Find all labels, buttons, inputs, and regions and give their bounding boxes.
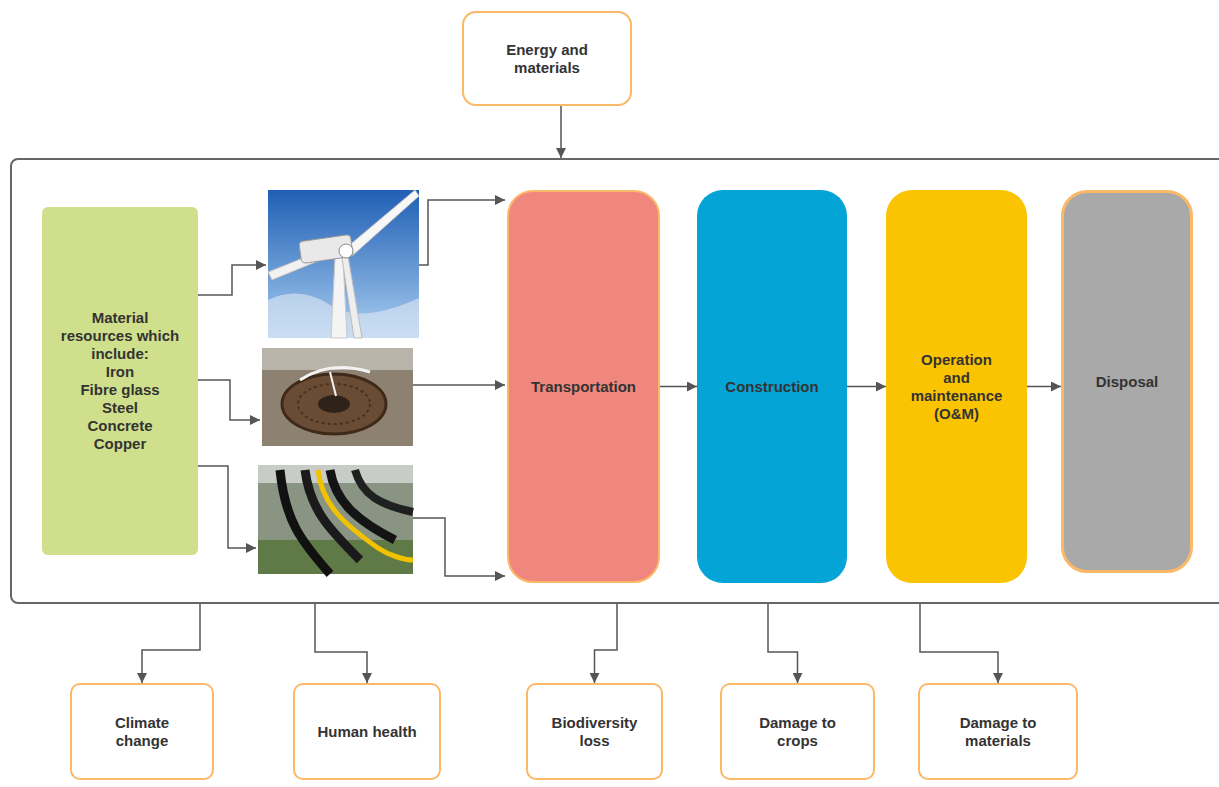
node-text: Concrete [87, 417, 152, 435]
nacelle [299, 234, 354, 263]
background [258, 465, 413, 574]
node-text: Material resources which include: [54, 309, 186, 363]
anchor-cage [318, 395, 350, 413]
impact-box: Human health [293, 683, 441, 780]
impact-box: Damage to materials [918, 683, 1078, 780]
pipe [300, 368, 370, 381]
resource-box: Material resources which include:IronFib… [42, 207, 198, 555]
node-text: Climate change [97, 714, 187, 750]
flow-arrow [847, 386, 886, 388]
node-text: Steel [102, 399, 138, 417]
turbine-photo [268, 190, 419, 338]
node-text: Biodiversity loss [545, 714, 645, 750]
stage-box: Transportation [507, 190, 660, 583]
flow-arrow [142, 604, 200, 683]
system-boundary: Material resources which include:IronFib… [10, 158, 1219, 604]
blade [342, 256, 362, 338]
leader-arrow [419, 200, 505, 265]
node-text: Transportation [531, 378, 636, 396]
flow-arrow [560, 106, 562, 158]
node-text: Human health [317, 723, 416, 741]
node-text: Damage to materials [952, 714, 1044, 750]
blade [346, 190, 419, 256]
node-text: Fibre glass [80, 381, 159, 399]
node-text: Operation and maintenance (O&M) [907, 351, 1007, 423]
stage-box: Disposal [1061, 190, 1193, 573]
node-text: Disposal [1096, 373, 1159, 391]
node-text: Iron [106, 363, 134, 381]
flow-arrow [920, 604, 998, 683]
flow-arrow [768, 604, 798, 683]
flow-arrow [660, 386, 697, 388]
rebar-ring [282, 374, 386, 434]
stage-box: Operation and maintenance (O&M) [886, 190, 1027, 583]
pipe [330, 372, 336, 396]
hub [339, 244, 353, 258]
impact-box: Climate change [70, 683, 214, 780]
leader-arrow [413, 518, 505, 576]
cables-photo [258, 465, 413, 574]
sky [268, 190, 419, 338]
impact-box: Damage to crops [720, 683, 875, 780]
ground [262, 348, 413, 446]
flow-arrow [315, 604, 367, 683]
foundation-photo [262, 348, 413, 446]
node-text: Copper [94, 435, 147, 453]
flow-arrow [595, 604, 618, 683]
input-box: Energy and materials [462, 11, 632, 106]
node-text: Damage to crops [752, 714, 844, 750]
node-text: Construction [725, 378, 818, 396]
cable [318, 470, 413, 560]
flow-arrow [1027, 386, 1061, 388]
leader-arrow [198, 466, 256, 548]
cable [355, 470, 413, 512]
leader-arrow [413, 384, 505, 386]
impact-box: Biodiversity loss [526, 683, 663, 780]
leader-arrows [198, 200, 505, 576]
stage-box: Construction [697, 190, 847, 583]
leader-arrow [198, 265, 266, 295]
leader-arrow [198, 380, 260, 420]
node-text: Energy and materials [492, 41, 602, 77]
